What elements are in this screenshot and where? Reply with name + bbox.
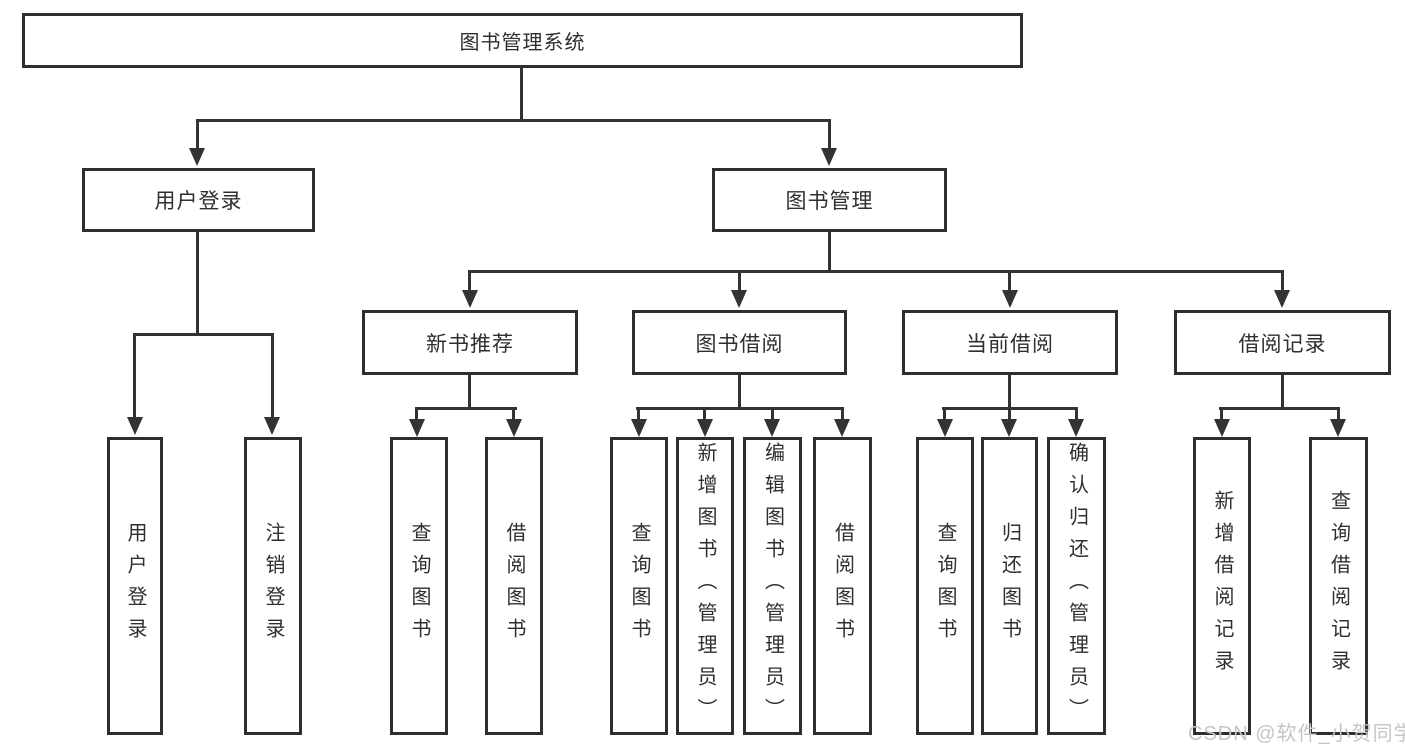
- node-label: 用户登录: [154, 190, 243, 213]
- node-label: 图书借阅: [695, 332, 784, 356]
- arrowhead-down-icon: [731, 290, 747, 308]
- edge-to-book-borrow: [738, 270, 741, 294]
- edge-to-leaf: [637, 407, 640, 421]
- arrowhead-down-icon: [764, 419, 780, 437]
- edge-to-leaf: [771, 407, 774, 421]
- node-add-borrow-record: 新增借阅记录: [1193, 437, 1251, 735]
- node-label: 图书管理系统: [459, 32, 586, 54]
- node-label: 当前借阅: [966, 332, 1054, 356]
- arrowhead-down-icon: [697, 419, 713, 437]
- node-label: 查询图书: [934, 522, 956, 650]
- edge-to-new-book-recommend: [468, 270, 471, 294]
- edge-to-leaf: [943, 407, 946, 421]
- arrowhead-down-icon: [1002, 290, 1018, 308]
- edge-recommend-connector: [415, 407, 517, 410]
- node-logout-leaf: 注销登录: [244, 437, 302, 735]
- edge-book-management-trunk: [828, 232, 831, 273]
- node-return-books: 归还图书: [981, 437, 1038, 735]
- node-label: 借阅记录: [1238, 332, 1327, 356]
- node-label: 注销登录: [262, 522, 284, 650]
- arrowhead-down-icon: [189, 148, 205, 166]
- arrowhead-down-icon: [1068, 419, 1084, 437]
- edge-borrow-trunk: [738, 375, 741, 409]
- node-library-management-system: 图书管理系统: [22, 13, 1023, 68]
- node-current-borrow: 当前借阅: [902, 310, 1118, 375]
- arrowhead-down-icon: [1330, 419, 1346, 437]
- arrowhead-down-icon: [409, 419, 425, 437]
- node-confirm-return-admin: 确认归还（管理员）: [1047, 437, 1106, 735]
- arrowhead-down-icon: [631, 419, 647, 437]
- arrowhead-down-icon: [821, 148, 837, 166]
- node-query-books-borrow: 查询图书: [610, 437, 668, 735]
- edge-root-trunk: [520, 68, 523, 120]
- edge-to-leaf: [1075, 407, 1078, 421]
- edge-to-login-leaf: [133, 333, 136, 419]
- edge-recommend-trunk: [468, 375, 471, 409]
- node-borrow-books-recommend: 借阅图书: [485, 437, 543, 735]
- edge-records-connector: [1219, 407, 1340, 410]
- arrowhead-down-icon: [937, 419, 953, 437]
- node-label: 归还图书: [998, 522, 1021, 650]
- edge-records-trunk: [1281, 375, 1284, 409]
- node-label: 编辑图书（管理员）: [761, 442, 784, 730]
- edge-to-leaf: [841, 407, 844, 421]
- node-label: 新增图书（管理员）: [694, 442, 716, 730]
- arrowhead-down-icon: [1274, 290, 1290, 308]
- node-query-books-current: 查询图书: [916, 437, 974, 735]
- edge-to-user-login: [196, 119, 199, 150]
- edge-to-book-management: [828, 119, 831, 150]
- edge-current-trunk: [1008, 375, 1011, 409]
- node-edit-books-admin: 编辑图书（管理员）: [743, 437, 802, 735]
- node-user-login-leaf: 用户登录: [107, 437, 163, 735]
- arrowhead-down-icon: [834, 419, 850, 437]
- node-query-books-recommend: 查询图书: [390, 437, 448, 735]
- edge-to-leaf: [1220, 407, 1223, 421]
- edge-borrow-connector: [636, 407, 844, 410]
- edge-user-login-connector: [133, 333, 274, 336]
- arrowhead-down-icon: [462, 290, 478, 308]
- node-user-login: 用户登录: [82, 168, 315, 232]
- node-label: 新增借阅记录: [1211, 490, 1233, 682]
- edge-to-leaf: [512, 407, 515, 421]
- csdn-watermark: CSDN @软件_小贺同学: [1188, 723, 1405, 745]
- node-label: 查询借阅记录: [1327, 490, 1350, 682]
- node-borrow-books: 借阅图书: [813, 437, 872, 735]
- edge-to-leaf: [415, 407, 418, 421]
- node-label: 图书管理: [785, 190, 874, 213]
- node-label: 确认归还（管理员）: [1065, 442, 1088, 730]
- arrowhead-down-icon: [1001, 419, 1017, 437]
- node-label: 借阅图书: [503, 522, 525, 650]
- edge-to-leaf: [703, 407, 706, 421]
- node-new-book-recommend: 新书推荐: [362, 310, 578, 375]
- edge-to-leaf: [1337, 407, 1340, 421]
- edge-level2-connector: [196, 119, 831, 122]
- node-label: 查询图书: [628, 522, 650, 650]
- node-book-management: 图书管理: [712, 168, 947, 232]
- edge-user-login-trunk: [196, 232, 199, 336]
- node-label: 借阅图书: [831, 522, 854, 650]
- node-label: 用户登录: [124, 522, 146, 650]
- arrowhead-down-icon: [127, 417, 143, 435]
- edge-to-current-borrow: [1008, 270, 1011, 294]
- edge-level3-connector: [468, 270, 1284, 273]
- arrowhead-down-icon: [264, 417, 280, 435]
- node-add-books-admin: 新增图书（管理员）: [676, 437, 734, 735]
- edge-to-borrow-records: [1281, 270, 1284, 294]
- arrowhead-down-icon: [1214, 419, 1230, 437]
- node-book-borrow: 图书借阅: [632, 310, 847, 375]
- edge-to-logout-leaf: [271, 333, 274, 419]
- arrowhead-down-icon: [506, 419, 522, 437]
- node-borrow-records: 借阅记录: [1174, 310, 1391, 375]
- edge-to-leaf: [1008, 407, 1011, 421]
- node-label: 新书推荐: [426, 332, 514, 356]
- node-query-borrow-record: 查询借阅记录: [1309, 437, 1368, 735]
- node-label: 查询图书: [408, 522, 430, 650]
